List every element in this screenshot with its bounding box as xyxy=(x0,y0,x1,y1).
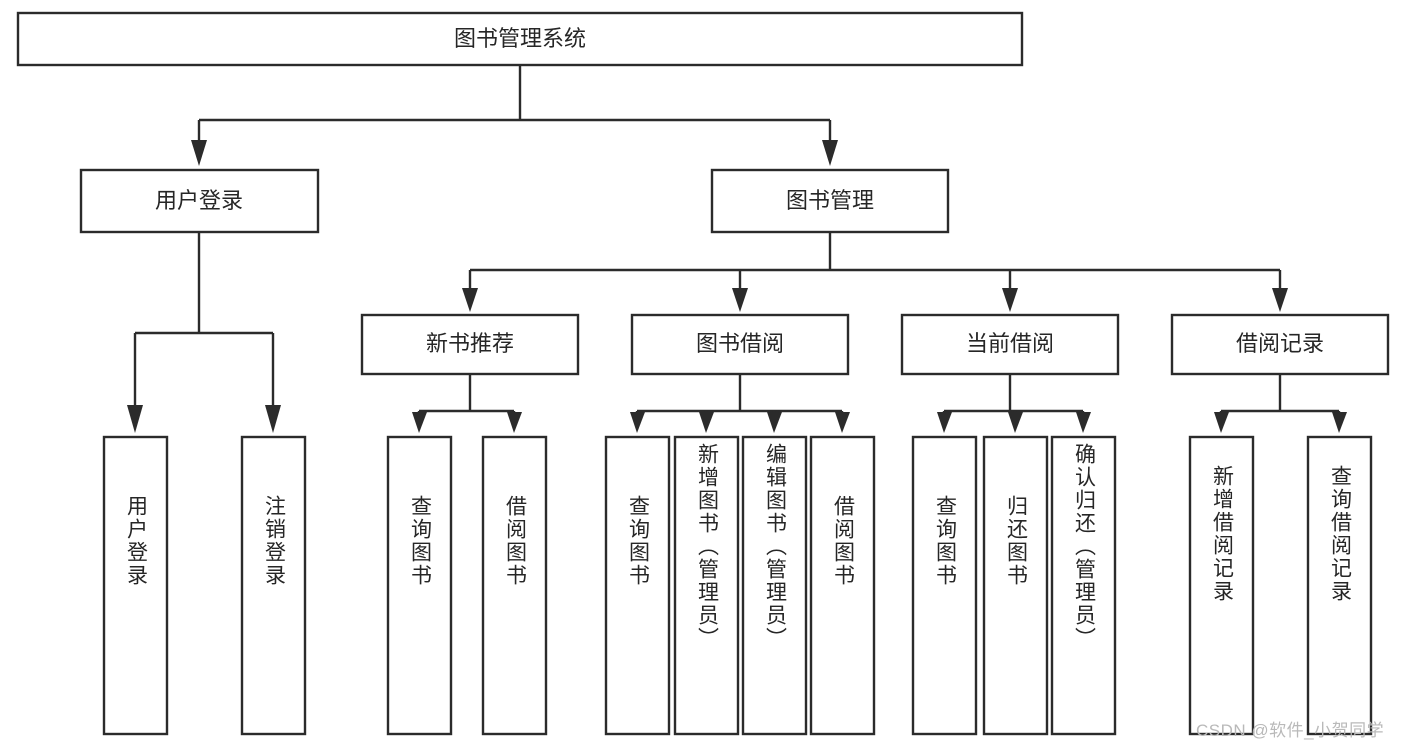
node-box-new-book-recommend[interactable] xyxy=(360,313,580,376)
node-box-borrow-edit-book[interactable] xyxy=(741,435,808,736)
arrow-to-book-manage xyxy=(822,140,838,166)
node-box-user-login-do[interactable] xyxy=(102,435,169,736)
arrow-to-borrow-query-book xyxy=(630,412,645,433)
arrow-to-user-logout xyxy=(265,405,281,433)
node-box-current-query-book[interactable] xyxy=(911,435,978,736)
node-box-current-confirm-return[interactable] xyxy=(1050,435,1117,736)
node-box-book-borrow[interactable] xyxy=(630,313,850,376)
node-box-borrow-records[interactable] xyxy=(1170,313,1390,376)
node-box-current-borrow[interactable] xyxy=(900,313,1120,376)
node-label-root: 图书管理系统 xyxy=(454,26,586,51)
arrow-to-current-confirm-return xyxy=(1076,412,1091,433)
node-label-book-borrow: 图书借阅 xyxy=(696,331,784,356)
csdn-watermark: CSDN @软件_小贺同学 xyxy=(1196,721,1385,740)
node-label-borrow-records: 借阅记录 xyxy=(1236,331,1324,356)
connector-group-book-borrow xyxy=(630,374,850,433)
connector-group-current-borrow xyxy=(937,374,1091,433)
arrow-to-borrow-edit-book xyxy=(767,412,782,433)
arrow-to-rec-query-book xyxy=(412,412,427,433)
node-box-root[interactable] xyxy=(16,11,1024,67)
arrow-to-current-return-book xyxy=(1008,412,1023,433)
arrow-to-current-query-book xyxy=(937,412,952,433)
node-box-user-logout[interactable] xyxy=(240,435,307,736)
arrow-to-new-book-recommend xyxy=(462,288,478,312)
arrow-to-user-login xyxy=(191,140,207,166)
node-label-new-book-recommend: 新书推荐 xyxy=(426,331,514,356)
node-box-current-return-book[interactable] xyxy=(982,435,1049,736)
node-label-user-login: 用户登录 xyxy=(155,188,243,213)
node-box-borrow-add-book[interactable] xyxy=(673,435,740,736)
arrow-to-user-login-do xyxy=(127,405,143,433)
node-label-current-borrow: 当前借阅 xyxy=(966,331,1054,356)
connector-group-new-book-recommend xyxy=(412,374,522,433)
node-box-user-login[interactable] xyxy=(79,168,320,234)
arrow-to-record-add xyxy=(1214,412,1229,433)
connector-group-borrow-records xyxy=(1214,374,1347,433)
node-box-record-add[interactable] xyxy=(1188,435,1255,736)
arrow-to-rec-borrow-book xyxy=(507,412,522,433)
node-label-book-manage: 图书管理 xyxy=(786,188,874,213)
connector-group-root xyxy=(191,65,838,166)
arrow-to-borrow-records xyxy=(1272,288,1288,312)
arrow-to-borrow-borrow-book xyxy=(835,412,850,433)
node-box-rec-borrow-book[interactable] xyxy=(481,435,548,736)
node-box-book-manage[interactable] xyxy=(710,168,950,234)
connector-group-book-manage xyxy=(462,232,1288,312)
node-box-borrow-borrow-book[interactable] xyxy=(809,435,876,736)
arrow-to-record-query xyxy=(1332,412,1347,433)
connector-group-user-login xyxy=(127,232,281,433)
node-box-record-query[interactable] xyxy=(1306,435,1373,736)
node-box-rec-query-book[interactable] xyxy=(386,435,453,736)
arrow-to-book-borrow xyxy=(732,288,748,312)
arrow-to-current-borrow xyxy=(1002,288,1018,312)
node-box-borrow-query-book[interactable] xyxy=(604,435,671,736)
arrow-to-borrow-add-book xyxy=(699,412,714,433)
